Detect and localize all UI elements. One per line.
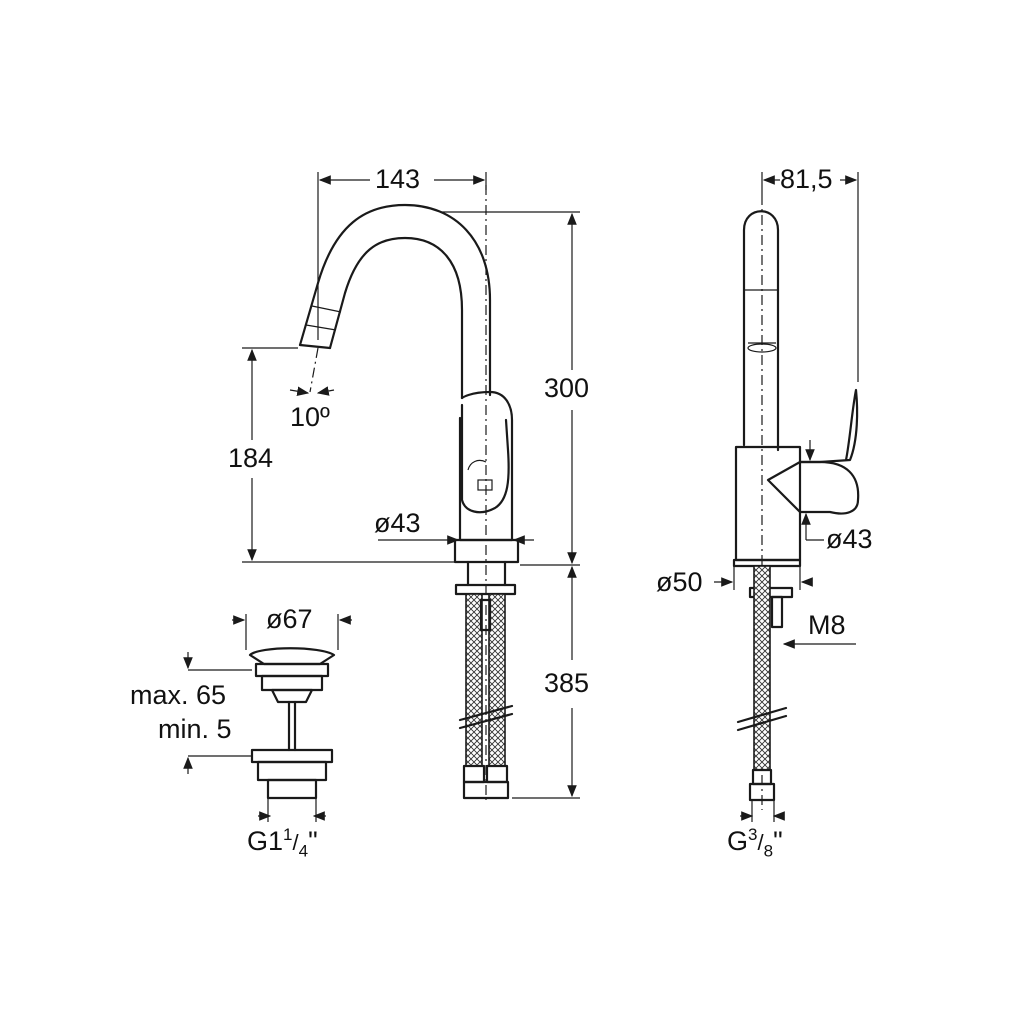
hose-thread-den: 8	[763, 841, 774, 861]
dim-body-diameter-front: ø43	[374, 508, 421, 538]
dim-stud-thread: M8	[808, 610, 846, 640]
waste-thread-main: G1	[247, 826, 284, 856]
hose-thread-tail: "	[773, 826, 783, 856]
waste-drain	[183, 614, 352, 822]
front-view-faucet	[298, 185, 520, 800]
dim-total-height: 300	[544, 373, 590, 403]
dim-waste-thread: G11/4"	[247, 825, 318, 861]
dim-side-depth: 81,5	[780, 164, 833, 194]
dim-waste-min: min. 5	[158, 714, 232, 744]
waste-thread-den: 4	[298, 841, 309, 861]
dim-body-diameter-side: ø43	[826, 524, 873, 554]
hose-thread-main: G	[727, 826, 749, 856]
side-view-faucet	[732, 195, 860, 810]
waste-thread-num: 1	[283, 825, 293, 844]
front-dimensions	[242, 172, 580, 799]
dim-spout-reach: 143	[375, 164, 421, 194]
dim-spout-angle: 10º	[290, 402, 330, 432]
dim-hose-thread: G3/8"	[727, 825, 783, 861]
dim-waste-diameter: ø67	[266, 604, 313, 634]
dim-spout-height: 184	[228, 443, 274, 473]
dim-waste-max: max. 65	[130, 680, 227, 710]
side-dimensions	[714, 172, 859, 822]
waste-thread-tail: "	[308, 826, 318, 856]
hose-thread-num: 3	[748, 825, 758, 844]
dim-hose-length: 385	[544, 668, 590, 698]
dim-base-diameter: ø50	[656, 567, 703, 597]
